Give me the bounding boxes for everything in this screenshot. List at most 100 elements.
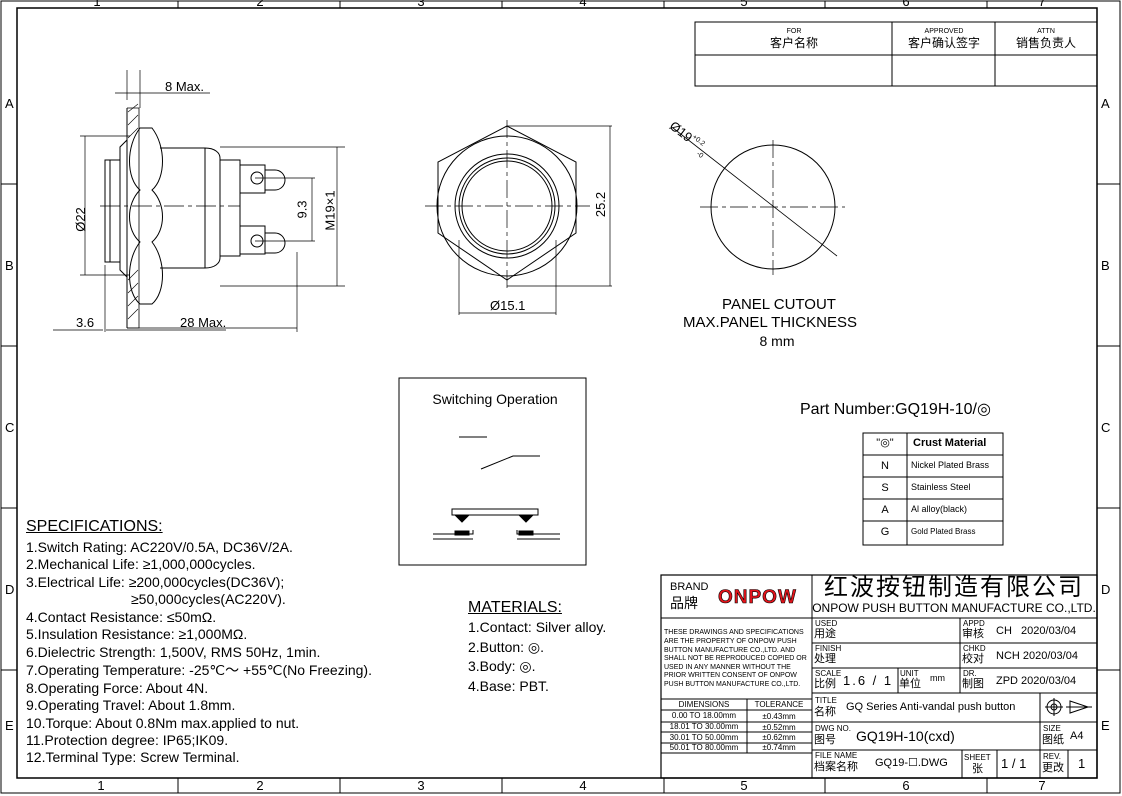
side-view-drawing (53, 70, 345, 332)
finish-label: FINISH (815, 644, 842, 653)
company-name-en: ONPOW PUSH BUTTON MANUFACTURE CO.,LTD. (812, 601, 1096, 615)
appd-label-cn: 审核 (962, 628, 984, 640)
rev-label: REV. (1043, 752, 1061, 761)
dr-value: ZPD 2020/03/04 (996, 675, 1077, 687)
row-label: A (5, 96, 14, 111)
approved-label-cn: 客户确认签字 (907, 36, 981, 50)
table-cell: 50.01 TO 80.00mm (669, 743, 739, 752)
sheet-value: 1 / 1 (1001, 756, 1027, 771)
finish-label-cn: 处理 (814, 653, 836, 665)
rev-value: 1 (1078, 756, 1086, 771)
dim-9-3: 9.3 (294, 200, 310, 219)
notice-line: PRIOR WRITTEN CONSENT OF ONPOW (664, 672, 797, 679)
panel-thickness-label: MAX.PANEL THICKNESS (683, 314, 857, 331)
table-header: DIMENSIONS (678, 700, 730, 709)
dr-label-cn: 制图 (962, 678, 984, 690)
spec-line: 12.Terminal Type: Screw Terminal. (26, 749, 240, 765)
table-cell: G (880, 526, 890, 538)
col-label: 7 (1038, 0, 1046, 9)
table-cell: 0.00 TO 18.00mm (671, 711, 737, 720)
col-label: 2 (256, 778, 264, 793)
dim-diameter-15-1: Ø15.1 (490, 298, 526, 313)
col-label: 4 (579, 0, 587, 9)
crust-table-lines (862, 432, 1004, 546)
size-label-cn: 图纸 (1042, 734, 1064, 746)
chkd-label: CHKD (963, 644, 986, 653)
table-header: "◎" (876, 437, 894, 449)
notice-line: THESE DRAWINGS AND SPECIFICATIONS (664, 629, 804, 636)
brand-label: BRAND (670, 581, 709, 593)
notice-line: USED IN ANY MANNER WITHOUT THE (664, 664, 791, 671)
dim-m19x1: M19×1 (322, 190, 338, 231)
rev-label-cn: 更改 (1042, 762, 1064, 774)
unit-label-cn: 单位 (899, 678, 921, 690)
table-cell: Nickel Plated Brass (911, 460, 990, 470)
spec-line: 3.Electrical Life: ≥200,000cycles(DC36V)… (26, 574, 285, 590)
table-cell: ±0.43mm (762, 712, 796, 721)
sheet-label-cn: 张 (972, 763, 983, 775)
appd-label: APPD (963, 619, 985, 628)
spec-line: 4.Contact Resistance: ≤50mΩ. (26, 609, 217, 625)
company-name-cn: 红波按钮制造有限公司 (824, 574, 1084, 601)
file-label: FILE NAME (815, 751, 858, 760)
onpow-logo: ONPOW (718, 587, 797, 608)
used-label: USED (815, 619, 838, 628)
col-label: 5 (740, 0, 748, 9)
spec-line: 7.Operating Temperature: -25℃～ +55℃(No F… (26, 662, 372, 678)
dim-25-2: 25.2 (593, 191, 609, 218)
table-header: TOLERANCE (754, 700, 804, 709)
panel-cutout-label: PANEL CUTOUT (722, 296, 836, 313)
panel-cutout-drawing (672, 127, 845, 275)
title-label-cn: 名称 (814, 706, 836, 718)
title-label: TITLE (815, 696, 837, 705)
col-label: 6 (902, 778, 910, 793)
switching-operation-title: Switching Operation (432, 391, 558, 407)
title-block-lines (660, 574, 1098, 779)
file-name: GQ19-☐.DWG (875, 757, 948, 769)
col-label: 4 (579, 778, 587, 793)
col-label: 1 (97, 778, 105, 793)
col-label: 2 (256, 0, 264, 9)
dwg-label-cn: 图号 (814, 734, 836, 746)
material-line: 3.Body: ◎. (468, 658, 536, 674)
attn-label: ATTN (1037, 28, 1055, 35)
table-cell: A (881, 504, 889, 516)
row-label: A (1101, 96, 1110, 111)
unit-value: mm (930, 673, 945, 683)
used-label-cn: 用途 (814, 628, 836, 640)
specifications-title: SPECIFICATIONS: (26, 518, 163, 535)
chkd-value: NCH 2020/03/04 (996, 650, 1078, 662)
dim-8-max: 8 Max. (165, 79, 205, 94)
scale-label-cn: 比例 (814, 678, 836, 690)
panel-thickness-value: 8 mm (759, 333, 795, 349)
chkd-label-cn: 校对 (962, 653, 984, 665)
material-line: 2.Button: ◎. (468, 639, 545, 655)
drawing-title: GQ Series Anti-vandal push button (846, 701, 1016, 713)
table-cell: 18.01 TO 30.00mm (669, 722, 739, 731)
scale-value: 1.6 / 1 (843, 673, 894, 688)
dwg-label: DWG NO. (815, 724, 851, 733)
materials-title: MATERIALS: (468, 599, 562, 616)
brand-label-cn: 品牌 (670, 595, 698, 611)
switching-operation-box (398, 377, 587, 566)
table-cell: ±0.52mm (762, 723, 796, 732)
row-label: B (5, 258, 14, 273)
notice-line: BUTTON MANUFACTURE CO.,LTD. AND (664, 647, 796, 654)
row-label: E (1101, 718, 1110, 733)
sheet-label: SHEET (964, 753, 991, 762)
col-label: 1 (93, 0, 101, 9)
table-cell: ±0.62mm (762, 733, 796, 742)
projection-symbol-icon (1046, 698, 1094, 716)
spec-line: 9.Operating Travel: About 1.8mm. (26, 697, 236, 713)
spec-line: 10.Torque: About 0.8Nm max.applied to nu… (26, 715, 300, 731)
dr-label: DR. (963, 669, 977, 678)
spec-line: 11.Protection degree: IP65;IK09. (26, 732, 229, 748)
table-cell: Stainless Steel (911, 482, 971, 492)
notice-line: PUSH BUTTON MANUFACTURE CO.,LTD. (664, 681, 801, 688)
row-label: E (5, 718, 14, 733)
spec-line: 8.Operating Force: About 4N. (26, 680, 209, 696)
size-label: SIZE (1043, 724, 1061, 733)
material-line: 1.Contact: Silver alloy. (468, 619, 607, 635)
spec-line: 6.Dielectric Strength: 1,500V, RMS 50Hz,… (26, 644, 321, 660)
